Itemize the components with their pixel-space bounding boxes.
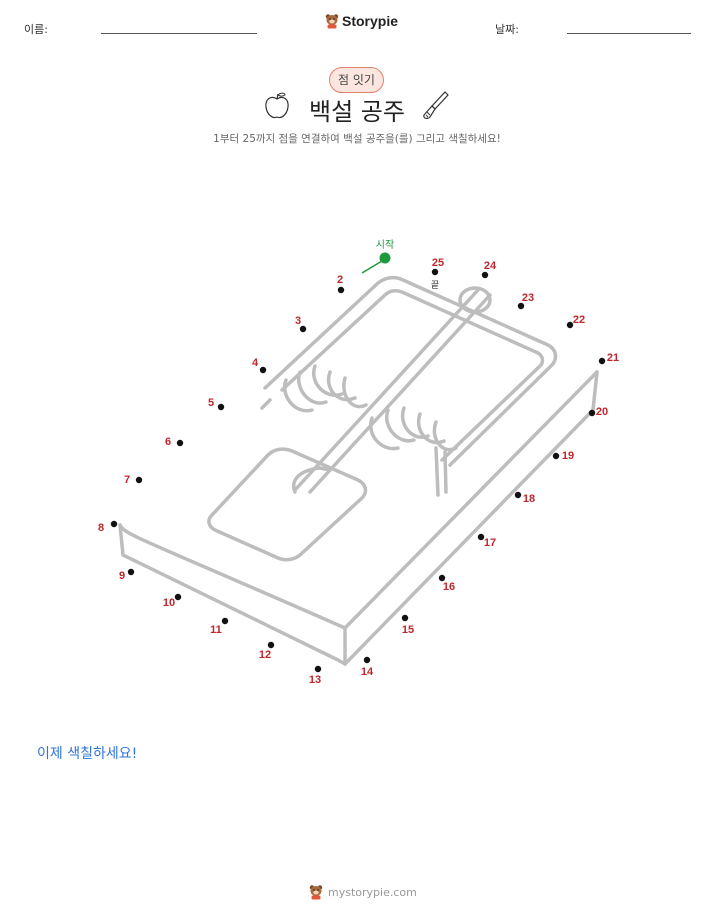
dot-24[interactable] — [481, 271, 489, 279]
dot-15[interactable] — [401, 614, 409, 622]
dot-18[interactable] — [514, 491, 522, 499]
dot-10[interactable] — [174, 593, 182, 601]
bear-mascot-icon — [325, 14, 339, 29]
dot-label-17: 17 — [484, 537, 496, 549]
start-dot[interactable] — [379, 252, 391, 264]
dot-label-9: 9 — [119, 570, 125, 582]
dot-label-8: 8 — [98, 522, 104, 534]
dot-19[interactable] — [552, 452, 560, 460]
dot-label-15: 15 — [402, 624, 414, 636]
apple-icon — [265, 92, 289, 119]
dot-label-16: 16 — [443, 581, 455, 593]
activity-badge: 점 잇기 — [329, 67, 384, 93]
name-label: 이름: — [24, 23, 48, 36]
dot-label-10: 10 — [163, 597, 175, 609]
dot-4[interactable] — [259, 366, 267, 374]
dot-13[interactable] — [314, 665, 322, 673]
name-field[interactable] — [101, 33, 257, 34]
instruction-text: 1부터 25까지 점을 연결하여 백설 공주을(를) 그리고 색칠하세요! — [213, 133, 501, 145]
dot-label-7: 7 — [124, 474, 130, 486]
dot-11[interactable] — [221, 617, 229, 625]
dot-label-18: 18 — [523, 493, 535, 505]
date-label: 날짜: — [495, 23, 519, 36]
dot-label-11: 11 — [210, 624, 222, 636]
dot-5[interactable] — [217, 403, 225, 411]
dot-label-3: 3 — [295, 315, 301, 327]
dot-label-25: 25 — [432, 257, 444, 269]
dot-label-21: 21 — [607, 352, 619, 364]
dot-9[interactable] — [127, 568, 135, 576]
dot-23[interactable] — [517, 302, 525, 310]
dot-label-5: 5 — [208, 397, 214, 409]
date-field[interactable] — [567, 33, 691, 34]
dot-20[interactable] — [588, 409, 596, 417]
bear-mascot-icon — [309, 885, 323, 900]
dot-25[interactable] — [431, 268, 439, 276]
dot-label-4: 4 — [252, 357, 259, 369]
dot-label-20: 20 — [596, 406, 608, 418]
dot-12[interactable] — [267, 641, 275, 649]
dot-3[interactable] — [299, 325, 307, 333]
brand-name: Storypie — [342, 13, 399, 29]
start-guide-line — [361, 260, 383, 274]
dot-label-22: 22 — [573, 314, 585, 326]
end-label: 끝 — [431, 280, 439, 290]
dot-8[interactable] — [110, 520, 118, 528]
dot-16[interactable] — [438, 574, 446, 582]
dot-label-13: 13 — [309, 674, 321, 686]
brand-logo: Storypie — [325, 13, 398, 29]
footer: mystorypie.com — [309, 884, 417, 900]
start-label: 시작 — [376, 239, 394, 251]
dot-label-12: 12 — [259, 649, 271, 661]
mousetrap-outline — [118, 275, 599, 666]
dot-label-14: 14 — [361, 666, 374, 678]
dot-2[interactable] — [337, 286, 345, 294]
brush-icon — [423, 91, 449, 120]
footer-site: mystorypie.com — [328, 885, 417, 899]
dot-label-2: 2 — [337, 274, 343, 286]
dot-label-6: 6 — [165, 436, 171, 448]
dot-6[interactable] — [176, 439, 184, 447]
dot-7[interactable] — [135, 476, 143, 484]
color-prompt: 이제 색칠하세요! — [37, 746, 138, 762]
dot-label-19: 19 — [562, 450, 574, 462]
dot-label-23: 23 — [522, 292, 534, 304]
dot-21[interactable] — [598, 357, 606, 365]
dot-22[interactable] — [566, 321, 574, 329]
dot-17[interactable] — [477, 533, 485, 541]
dot-label-24: 24 — [484, 260, 497, 272]
page-title: 백설 공주 — [309, 98, 405, 126]
dot-14[interactable] — [363, 656, 371, 664]
